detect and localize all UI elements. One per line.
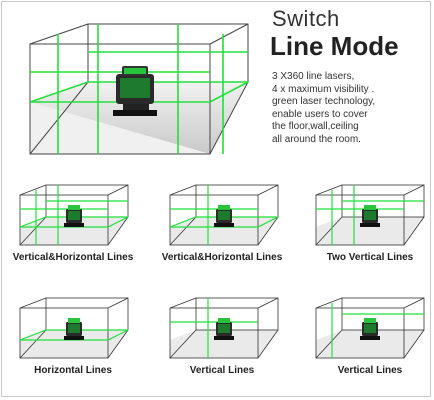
title-line1: Switch (272, 6, 340, 31)
mode-label-5: Vertical Lines (189, 365, 255, 376)
mode-label-6: Vertical Lines (337, 365, 403, 376)
mode-thumb-5 (169, 297, 279, 359)
laser-level-device (360, 318, 380, 340)
description-text: 3 X360 line lasers, 4 x maximum visibili… (272, 71, 376, 145)
title-line2: Line Mode (270, 31, 399, 61)
laser-level-device (64, 318, 84, 340)
floor (316, 217, 424, 245)
floor (170, 217, 278, 245)
laser-lines (331, 303, 424, 358)
floor (316, 330, 424, 358)
mode-thumb-2 (169, 184, 279, 246)
mode-thumb-1 (19, 184, 129, 246)
hero-room-illustration (29, 23, 249, 155)
floor (20, 330, 128, 358)
mode-label-1: Vertical&Horizontal Lines (12, 252, 134, 263)
mode-thumb-6 (315, 297, 425, 359)
laser-lines (316, 185, 424, 245)
mode-thumb-4 (19, 297, 129, 359)
laser-level-device (214, 318, 234, 340)
room-box (169, 297, 279, 359)
mode-thumb-3 (315, 184, 425, 246)
laser-level-device (360, 205, 380, 227)
mode-label-3: Two Vertical Lines (326, 252, 414, 263)
laser-lines (170, 298, 258, 358)
floor (20, 217, 128, 245)
floor (170, 330, 278, 358)
laser-level-device (64, 205, 84, 227)
laser-lines (29, 24, 249, 154)
mode-label-4: Horizontal Lines (34, 365, 112, 376)
mode-label-2: Vertical&Horizontal Lines (161, 252, 283, 263)
laser-level-device (214, 205, 234, 227)
laser-level-device (113, 66, 157, 116)
